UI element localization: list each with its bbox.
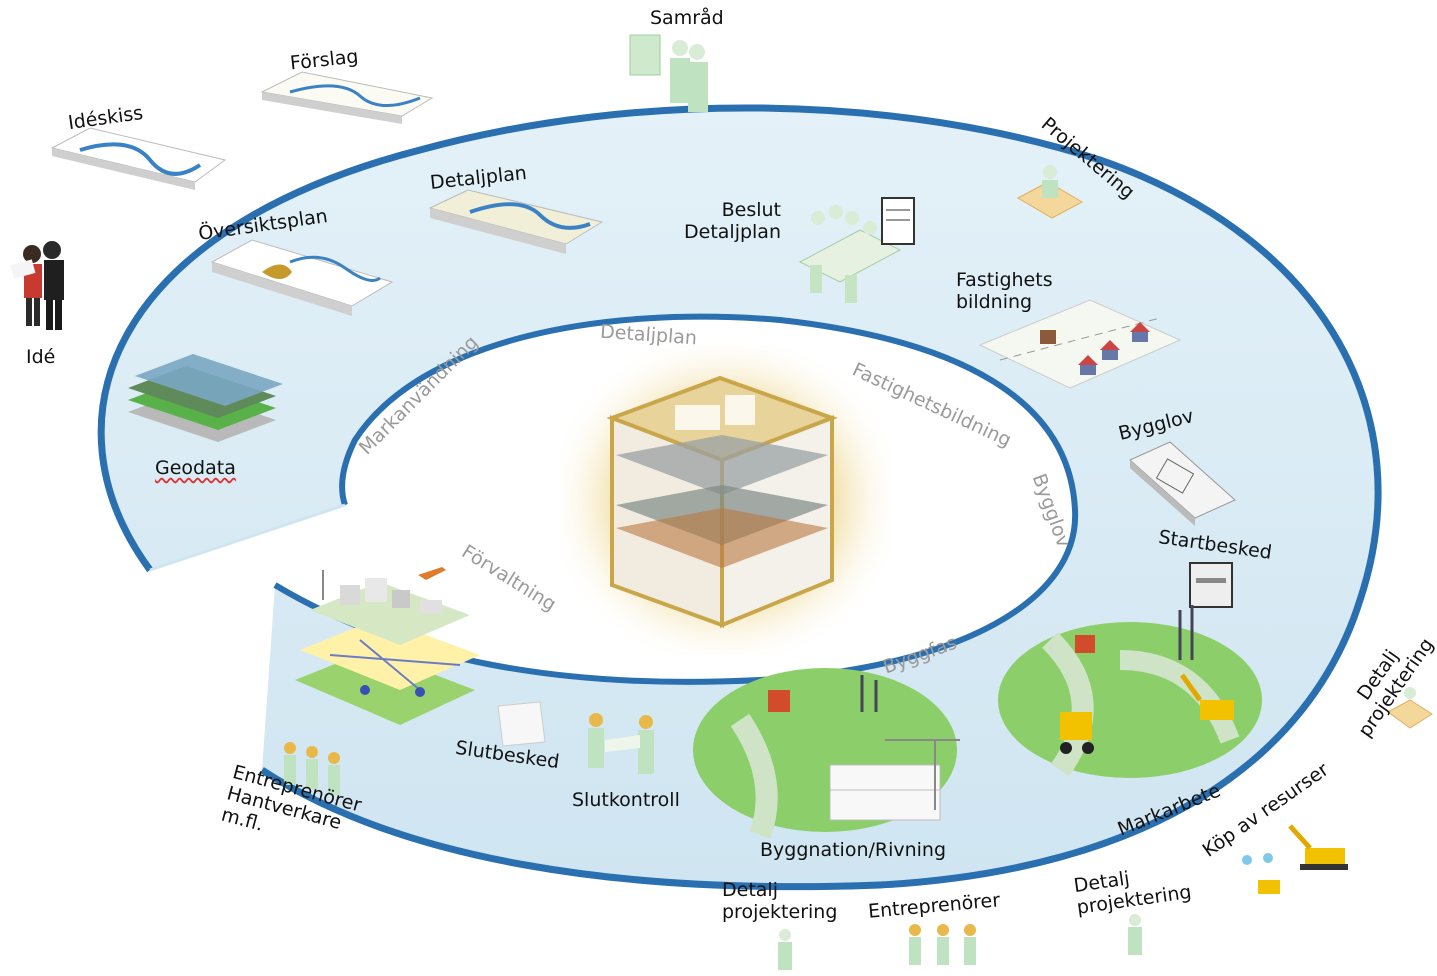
bottom-workers-icon	[778, 914, 1142, 970]
byggnation-rivning-label: Byggnation/Rivning	[760, 839, 947, 861]
ide-label: Idé	[26, 346, 56, 368]
meeting-board-icon	[798, 197, 915, 303]
geodata-label: Geodata	[155, 457, 236, 479]
excavator-icon	[1242, 824, 1348, 894]
bygglov-drawing-icon	[1129, 441, 1236, 526]
samrad-label: Samråd	[650, 7, 724, 29]
projektering-desk-icon	[1016, 165, 1084, 219]
workers-icon	[284, 742, 340, 795]
fastighetsbildning-label: Fastighets bildning	[956, 269, 1053, 313]
city-layers-icon	[295, 570, 480, 725]
people-icon	[10, 241, 64, 330]
ideskiss-map-icon	[50, 127, 227, 190]
byggnation-site-icon	[693, 668, 960, 839]
forslag-map-icon	[260, 71, 434, 124]
property-plot-icon	[978, 299, 1182, 389]
slutbesked-document-icon	[497, 701, 546, 747]
oversiktsplan-map-icon	[210, 239, 394, 316]
detalj-projektering-bottom-label: Detalj projektering	[722, 879, 838, 923]
slutkontroll-label: Slutkontroll	[572, 789, 680, 811]
slutkontroll-workers-icon	[588, 713, 654, 774]
markarbete-site-icon	[998, 605, 1262, 778]
data-cube-icon	[560, 345, 890, 655]
detaljplan-map-icon	[428, 189, 604, 254]
startbesked-document-icon	[1189, 562, 1233, 608]
airplane-icon	[418, 567, 446, 580]
detalj-projektering-desk-icon	[1387, 687, 1433, 729]
geodata-layers-icon	[128, 354, 283, 442]
samrad-people-icon	[629, 34, 708, 112]
beslut-detaljplan-label: Beslut Detaljplan	[684, 199, 781, 243]
